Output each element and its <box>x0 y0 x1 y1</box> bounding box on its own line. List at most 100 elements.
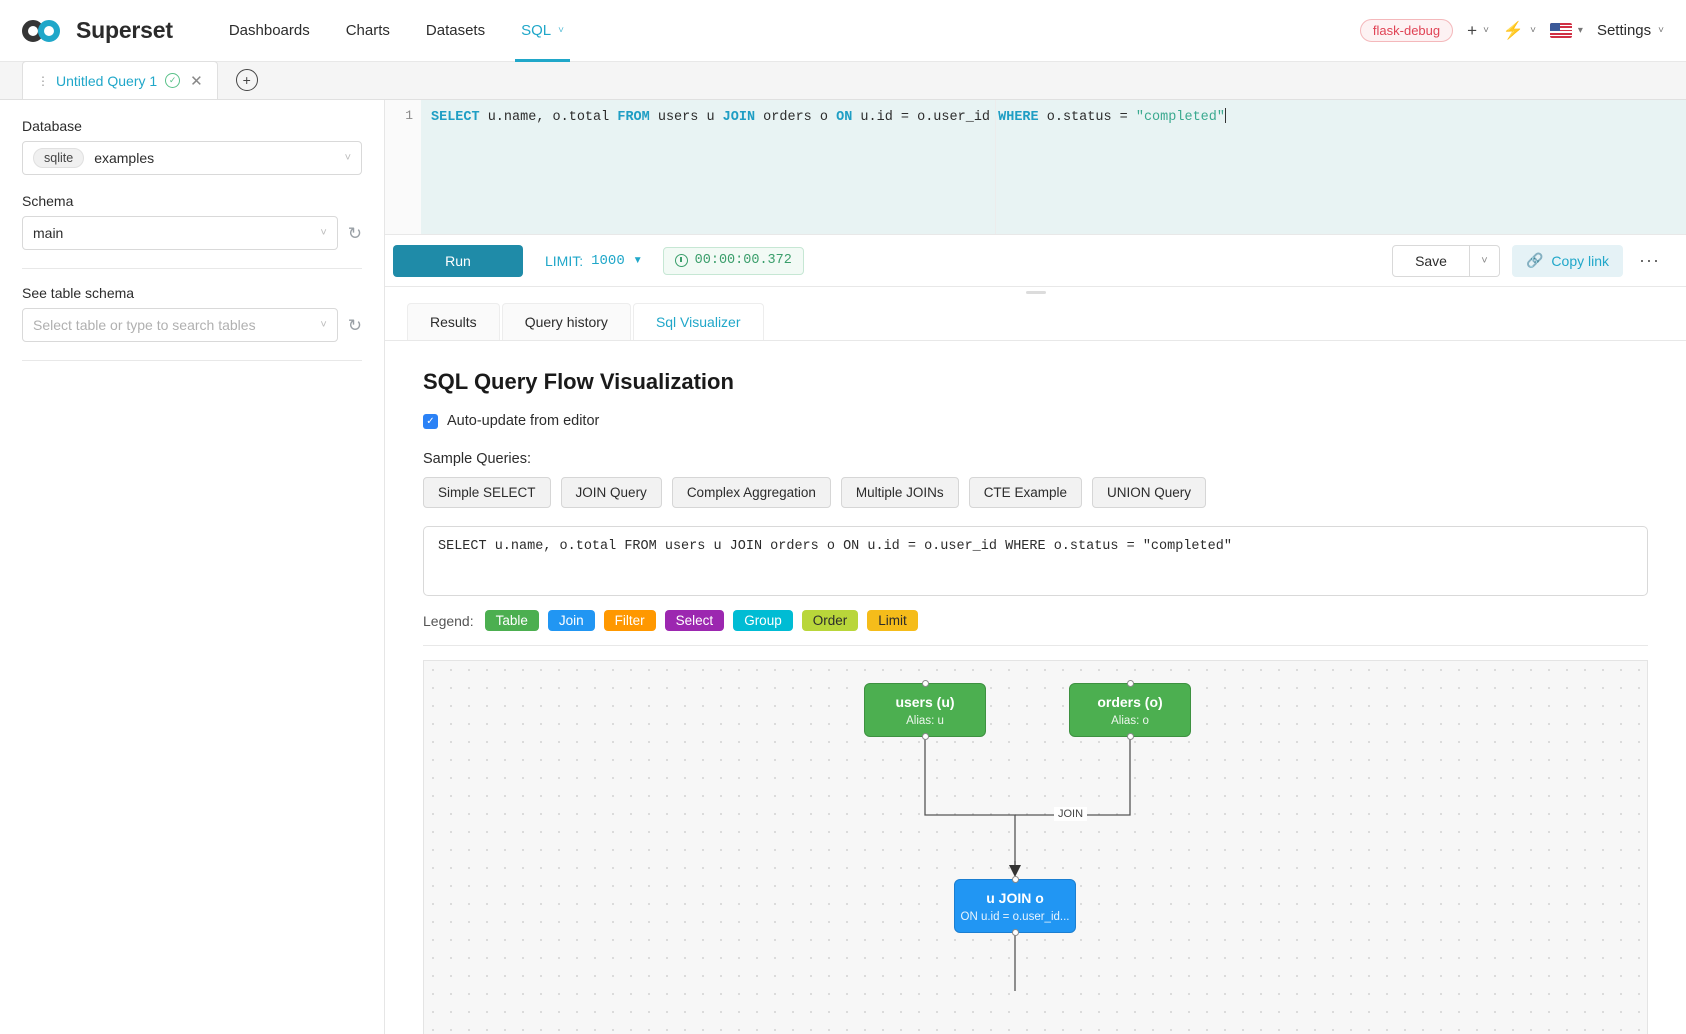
divider <box>22 360 362 361</box>
node-title: orders (o) <box>1097 693 1163 710</box>
chevron-down-icon: ˅ <box>1658 25 1664 36</box>
save-button[interactable]: Save <box>1392 244 1470 277</box>
schema-row: main ˅ ↻ <box>22 216 362 250</box>
panel-resize-handle[interactable] <box>385 287 1686 297</box>
node-handle-top[interactable] <box>1126 680 1134 687</box>
brand-name: Superset <box>76 17 173 43</box>
node-handle-top[interactable] <box>921 680 929 687</box>
flow-node-users[interactable]: users (u) Alias: u <box>864 680 986 740</box>
edge-label-join: JOIN <box>1054 807 1088 821</box>
refresh-schema-icon[interactable]: ↻ <box>347 223 362 243</box>
flow-node-join[interactable]: u JOIN o ON u.id = o.user_id... <box>954 876 1076 936</box>
limit-dropdown[interactable]: LIMIT: 1000 ▼ <box>545 253 643 269</box>
schema-value: main <box>33 225 64 241</box>
sql-input-textarea[interactable] <box>423 526 1648 596</box>
legend-badge-order: Order <box>801 610 859 631</box>
bolt-menu-button[interactable]: ⚡ ˅ <box>1503 21 1536 41</box>
node-handle-bottom[interactable] <box>921 733 929 740</box>
sample-button-simple-select[interactable]: Simple SELECT <box>423 477 551 508</box>
divider <box>22 268 362 269</box>
text-cursor <box>1224 108 1226 123</box>
query-tab-title: Untitled Query 1 <box>56 72 158 89</box>
main-split: Database sqlite examples ˅ Schema main ˅… <box>0 100 1686 1034</box>
legend-badge-limit: Limit <box>867 610 918 631</box>
legend-badge-table: Table <box>484 610 539 631</box>
chevron-down-icon: ˅ <box>1530 25 1536 36</box>
nav-link-dashboards[interactable]: Dashboards <box>211 0 328 62</box>
nav-link-datasets[interactable]: Datasets <box>408 0 503 62</box>
top-navbar: Superset Dashboards Charts Datasets SQL … <box>0 0 1686 62</box>
database-select[interactable]: sqlite examples ˅ <box>22 141 362 175</box>
sample-button-join-query[interactable]: JOIN Query <box>560 477 662 508</box>
table-placeholder: Select table or type to search tables <box>33 317 256 333</box>
sample-query-buttons: Simple SELECT JOIN Query Complex Aggrega… <box>423 477 1648 508</box>
tab-results[interactable]: Results <box>407 303 500 340</box>
tab-query-history[interactable]: Query history <box>501 303 631 340</box>
node-title: users (u) <box>895 693 955 710</box>
page-title: SQL Query Flow Visualization <box>423 369 734 394</box>
flask-debug-badge: flask-debug <box>1359 19 1454 42</box>
auto-update-checkbox[interactable]: ✓ <box>423 413 438 429</box>
caret-down-icon: ▾ <box>1577 25 1583 36</box>
sql-editor[interactable]: 1 SELECT u.name, o.total FROM users u JO… <box>385 100 1686 235</box>
clock-icon <box>674 254 688 267</box>
node-subtitle: Alias: u <box>906 714 944 727</box>
save-dropdown-chevron-down-icon[interactable]: ˅ <box>1469 244 1500 277</box>
query-tab-untitled-query-1[interactable]: ⋮ Untitled Query 1 ✓ ✕ <box>22 61 218 99</box>
copy-link-label: Copy link <box>1551 252 1610 269</box>
tab-sql-visualizer[interactable]: Sql Visualizer <box>632 303 764 340</box>
result-tabs-underline <box>385 340 1686 341</box>
flow-node-orders[interactable]: orders (o) Alias: o <box>1069 680 1191 740</box>
add-tab-button[interactable]: + <box>235 69 258 91</box>
timer-value: 00:00:00.372 <box>694 253 792 268</box>
plus-icon: + <box>1467 20 1478 40</box>
sample-button-cte-example[interactable]: CTE Example <box>968 477 1082 508</box>
legend-badge-join: Join <box>547 610 595 631</box>
brand[interactable]: Superset <box>22 17 173 44</box>
table-select[interactable]: Select table or type to search tables ˅ <box>22 308 338 342</box>
query-timer: 00:00:00.372 <box>662 246 804 275</box>
limit-label: LIMIT: <box>545 252 584 269</box>
node-subtitle: ON u.id = o.user_id... <box>960 910 1070 923</box>
schema-select[interactable]: main ˅ <box>22 216 338 250</box>
editor-code[interactable]: SELECT u.name, o.total FROM users u JOIN… <box>421 100 1686 234</box>
nav-link-charts[interactable]: Charts <box>328 0 408 62</box>
node-handle-top[interactable] <box>1011 876 1019 883</box>
query-tab-strip: ⋮ Untitled Query 1 ✓ ✕ + <box>0 61 1686 100</box>
nav-links: Dashboards Charts Datasets SQL ˅ <box>211 0 582 62</box>
flow-canvas[interactable]: JOIN users (u) Alias: u orders (o) Alias… <box>423 660 1648 1034</box>
sample-button-complex-aggregation[interactable]: Complex Aggregation <box>671 477 831 508</box>
refresh-tables-icon[interactable]: ↻ <box>347 315 362 335</box>
table-schema-row: Select table or type to search tables ˅ … <box>22 308 362 342</box>
result-tabs: Results Query history Sql Visualizer <box>385 297 1686 340</box>
check-circle-icon: ✓ <box>165 73 181 88</box>
nav-link-sql[interactable]: SQL ˅ <box>503 0 582 62</box>
run-button[interactable]: Run <box>393 244 523 277</box>
node-subtitle: Alias: o <box>1111 714 1149 727</box>
limit-value: 1000 <box>591 252 625 269</box>
sample-button-union-query[interactable]: UNION Query <box>1091 477 1206 508</box>
more-options-icon[interactable]: ··· <box>1639 250 1660 270</box>
chevron-down-icon: ˅ <box>320 227 327 239</box>
close-icon[interactable]: ✕ <box>190 72 203 90</box>
node-handle-bottom[interactable] <box>1011 929 1019 936</box>
drag-grip-icon[interactable]: ⋮ <box>37 73 49 88</box>
legend-label: Legend: <box>423 612 474 629</box>
sample-button-multiple-joins[interactable]: Multiple JOINs <box>840 477 959 508</box>
legend-badge-filter: Filter <box>603 610 656 631</box>
nav-link-label: Charts <box>345 22 390 39</box>
auto-update-label: Auto-update from editor <box>447 413 600 429</box>
navbar-right: flask-debug + ˅ ⚡ ˅ ▾ Settings ˅ <box>1359 19 1664 42</box>
language-selector[interactable]: ▾ <box>1549 23 1583 38</box>
chevron-down-icon: ˅ <box>558 25 564 36</box>
copy-link-button[interactable]: 🔗 Copy link <box>1511 244 1624 277</box>
chevron-down-icon: ˅ <box>344 152 351 164</box>
new-item-button[interactable]: + ˅ <box>1467 21 1489 41</box>
schema-label: Schema <box>22 193 74 209</box>
settings-menu[interactable]: Settings ˅ <box>1597 22 1664 39</box>
database-engine-tag: sqlite <box>33 148 85 168</box>
flow-edges <box>924 737 1131 991</box>
settings-label: Settings <box>1596 22 1652 39</box>
node-handle-bottom[interactable] <box>1126 733 1134 740</box>
